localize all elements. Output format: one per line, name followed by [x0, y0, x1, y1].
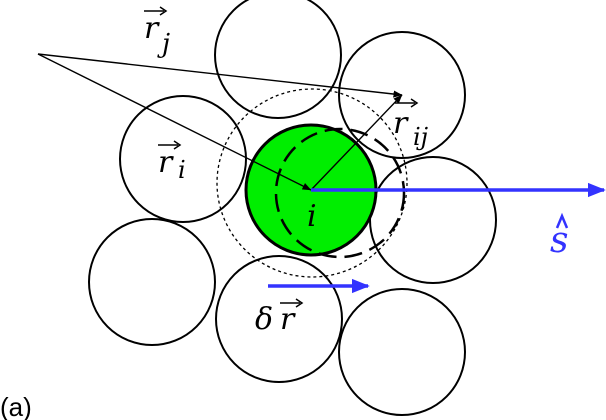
vector-accent-icon — [173, 140, 182, 150]
svg-text:ij: ij — [413, 123, 429, 151]
neighborhood-boundary-dotted — [216, 88, 408, 278]
neighbor-particle-lower-left — [88, 218, 216, 346]
vector-accent-icon — [410, 98, 419, 108]
displaced-particle-outline-dashed — [274, 127, 406, 259]
svg-text:i: i — [178, 156, 186, 184]
svg-text:δ: δ — [255, 302, 273, 337]
label-r-j: r j — [144, 6, 170, 59]
svg-text:j: j — [157, 29, 170, 59]
vector-accent-icon — [295, 298, 304, 308]
neighbor-particle-left — [119, 95, 247, 223]
label-r-ij: r ij — [393, 98, 429, 151]
origin-to-neighbor-vector — [37, 53, 403, 98]
svg-text:r: r — [393, 106, 409, 141]
particle-index-label: i — [307, 199, 317, 234]
neighbor-particle-bottom-right — [338, 288, 466, 416]
vector-accent-icon — [159, 6, 168, 16]
hat-accent-icon — [555, 212, 569, 229]
label-r-i: r i — [158, 140, 186, 184]
neighbor-particle-right — [369, 156, 497, 284]
svg-text:r: r — [280, 302, 296, 337]
origin-to-particle-i-vector — [37, 53, 312, 191]
panel-label: (a) — [0, 392, 32, 420]
neighbor-particle-bottom — [215, 255, 343, 383]
svg-text:s: s — [550, 220, 568, 261]
svg-text:r: r — [158, 145, 174, 180]
relative-position-vector — [310, 94, 403, 191]
svg-text:r: r — [144, 11, 160, 46]
label-s-hat: s — [550, 212, 569, 261]
neighbor-particle-top-right — [338, 31, 466, 159]
label-delta-r: δ r — [255, 298, 304, 337]
neighbor-particle-top — [214, 0, 342, 119]
